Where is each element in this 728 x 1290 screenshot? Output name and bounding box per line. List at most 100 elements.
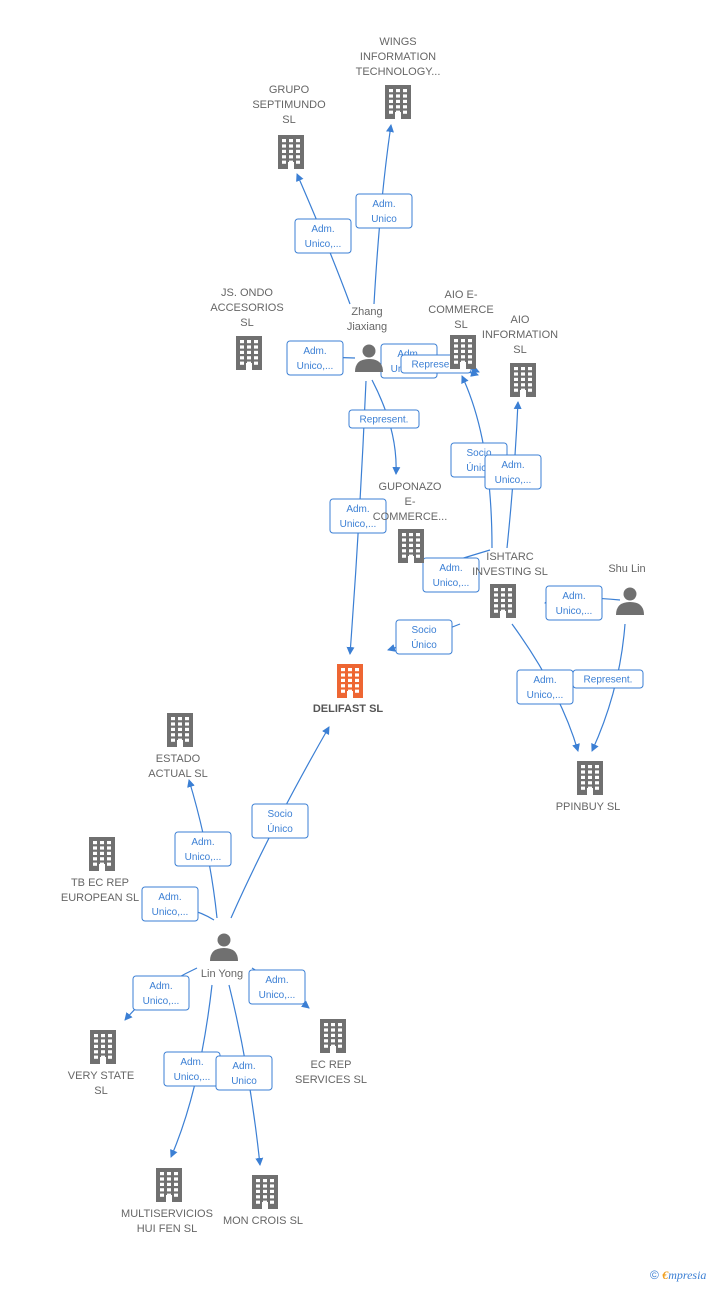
edge-label-text: Adm. xyxy=(346,504,369,515)
copyright-icon: © xyxy=(650,1268,659,1282)
node-label: AIO E- xyxy=(444,289,477,301)
edge-label-box xyxy=(572,669,644,689)
building-icon xyxy=(398,529,424,563)
node-label: GUPONAZO xyxy=(379,481,442,493)
edge-label-box xyxy=(286,340,344,376)
node-label: Lin Yong xyxy=(201,968,243,980)
node-label: Jiaxiang xyxy=(347,321,387,333)
node-label: SL xyxy=(240,317,253,329)
edge-label-text: Adm. xyxy=(180,1057,203,1068)
edge-label-text: Adm. xyxy=(439,563,462,574)
node-shulin[interactable]: Shu Lin xyxy=(608,563,646,615)
edge-label[interactable]: Adm.Unico,... xyxy=(163,1051,221,1087)
node-label: SL xyxy=(454,319,467,331)
node-delifast[interactable]: DELIFAST SL xyxy=(313,664,384,715)
building-icon xyxy=(385,85,411,119)
building-icon xyxy=(89,837,115,871)
edge-label-text: Adm. xyxy=(372,199,395,210)
edge-label-text: Unico,... xyxy=(305,239,342,250)
edge-label-box xyxy=(422,557,480,593)
edge-label[interactable]: Adm.Unico,... xyxy=(132,975,190,1011)
edge-label-text: Unico,... xyxy=(152,907,189,918)
building-icon xyxy=(90,1030,116,1064)
edge-label[interactable]: Adm.Unico,... xyxy=(422,557,480,593)
edge-label[interactable]: Adm.Unico,... xyxy=(329,498,387,534)
node-wings[interactable]: WINGS INFORMATION TECHNOLOGY... xyxy=(356,36,441,119)
edge-label[interactable]: Adm. Unico xyxy=(215,1055,273,1091)
edge-label[interactable]: Adm.Unico,... xyxy=(141,886,199,922)
edge-label[interactable]: Adm. Unico,... xyxy=(174,831,232,867)
building-icon xyxy=(167,713,193,747)
node-label: COMMERCE... xyxy=(373,511,448,523)
building-icon xyxy=(450,335,476,369)
building-icon xyxy=(278,135,304,169)
edge-label[interactable]: Adm. Unico,... xyxy=(294,218,352,254)
node-label: TECHNOLOGY... xyxy=(356,66,441,78)
node-label: SL xyxy=(282,114,295,126)
edge-label-text: Socio xyxy=(466,448,491,459)
edge-label[interactable]: Adm.Unico,... xyxy=(248,969,306,1005)
building-icon xyxy=(510,363,536,397)
node-label: ACTUAL SL xyxy=(148,768,208,780)
edge-label-text: Único xyxy=(267,822,293,835)
edge-label[interactable]: Adm.Unico,... xyxy=(516,669,574,705)
edge-label-text: Unico xyxy=(231,1076,257,1087)
edge-label-text: Adm. xyxy=(232,1061,255,1072)
person-icon xyxy=(616,587,644,615)
node-moncrois[interactable]: MON CROIS SL xyxy=(223,1175,303,1227)
node-ppinbuy[interactable]: PPINBUY SL xyxy=(556,761,621,813)
edge-label-text: Adm. xyxy=(191,837,214,848)
edge-label-box xyxy=(132,975,190,1011)
node-label: COMMERCE xyxy=(428,304,493,316)
edge-label[interactable]: Adm.Unico,... xyxy=(545,585,603,621)
edge-label[interactable]: Adm. Unico xyxy=(355,193,413,229)
edge-label-text: Adm. xyxy=(149,981,172,992)
node-aioecom[interactable]: AIO E- COMMERCE SL xyxy=(428,289,494,369)
edge-label-text: Unico xyxy=(371,214,397,225)
edge-label[interactable]: Represent. xyxy=(348,409,420,429)
edge-label-text: Unico,... xyxy=(495,475,532,486)
node-label: MON CROIS SL xyxy=(223,1215,303,1227)
edge-label-box xyxy=(545,585,603,621)
node-guponazo[interactable]: GUPONAZO E- COMMERCE... xyxy=(373,481,448,563)
node-label: PPINBUY SL xyxy=(556,801,621,813)
edge-label-text: Adm. xyxy=(311,224,334,235)
edge-label-box xyxy=(395,619,453,655)
edge-label-text: Unico,... xyxy=(185,852,222,863)
edge-label-box xyxy=(215,1055,273,1091)
node-label: INFORMATION xyxy=(360,51,436,63)
node-label: Shu Lin xyxy=(608,563,645,575)
edge-label-text: Represent. xyxy=(584,675,633,686)
node-label: JS. ONDO xyxy=(221,287,273,299)
edge-label-text: Adm. xyxy=(265,975,288,986)
node-label: MULTISERVICIOS xyxy=(121,1208,213,1220)
edge-label[interactable]: Represent. xyxy=(572,669,644,689)
edge-label-box xyxy=(348,409,420,429)
edge-label-box xyxy=(294,218,352,254)
edge-label-text: Adm. xyxy=(501,460,524,471)
node-linyong[interactable]: Lin Yong xyxy=(201,933,243,981)
footer-brand[interactable]: © €mpresia xyxy=(650,1268,706,1283)
building-icon xyxy=(252,1175,278,1209)
node-label: VERY STATE xyxy=(68,1070,134,1082)
node-label: WINGS xyxy=(379,36,416,48)
edge-label-box xyxy=(355,193,413,229)
edge-label[interactable]: Adm.Unico,... xyxy=(286,340,344,376)
node-label: GRUPO xyxy=(269,84,310,96)
node-label: E- xyxy=(405,496,416,508)
edge-label[interactable]: Adm. Unico,... xyxy=(484,454,542,490)
node-label: SL xyxy=(513,344,526,356)
main-building-icon xyxy=(337,664,363,698)
